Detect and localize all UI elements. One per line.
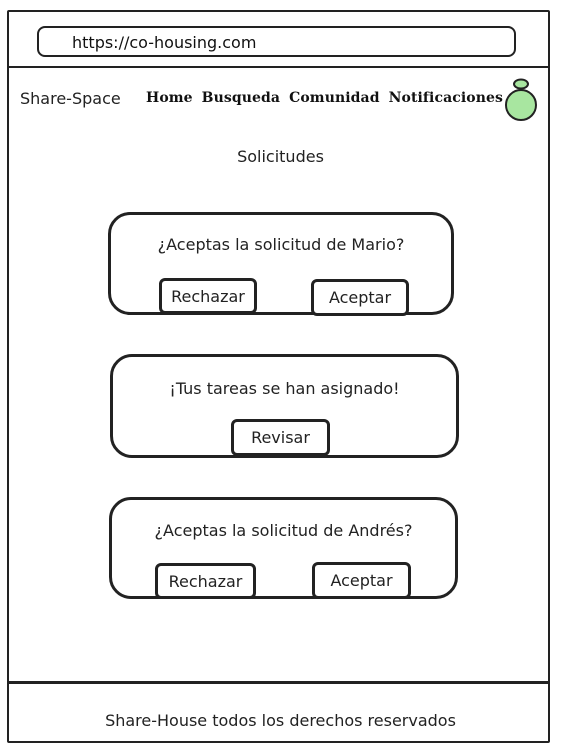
footer-divider [8, 681, 549, 684]
url-text: https://co-housing.com [72, 33, 257, 52]
request-card-andres: ¿Aceptas la solicitud de Andrés? Rechaza… [109, 497, 458, 599]
nav-notificaciones[interactable]: Notificaciones [388, 90, 504, 106]
brand-name[interactable]: Share-Space [20, 89, 121, 108]
address-bar[interactable]: https://co-housing.com [37, 26, 516, 57]
user-avatar-icon[interactable] [499, 77, 543, 121]
footer-copyright: Share-House todos los derechos reservado… [105, 711, 456, 730]
card-message: ¿Aceptas la solicitud de Mario? [157, 235, 405, 254]
accept-button[interactable]: Aceptar [312, 562, 411, 599]
nav-busqueda[interactable]: Busqueda [201, 90, 281, 106]
request-card-mario: ¿Aceptas la solicitud de Mario? Rechazar… [108, 212, 454, 316]
reject-button[interactable]: Rechazar [159, 278, 257, 314]
tasks-assigned-card: ¡Tus tareas se han asignado! Revisar [110, 354, 459, 458]
app-frame [7, 10, 550, 743]
nav-home[interactable]: Home [146, 90, 193, 106]
card-message: ¿Aceptas la solicitud de Andrés? [154, 521, 413, 540]
nav-comunidad[interactable]: Comunidad [289, 90, 380, 106]
review-button[interactable]: Revisar [231, 419, 330, 456]
reject-button[interactable]: Rechazar [155, 563, 256, 599]
main-nav: Home Busqueda Comunidad Notificaciones [146, 90, 503, 106]
page-title: Solicitudes [237, 147, 324, 166]
card-message: ¡Tus tareas se han asignado! [169, 379, 400, 398]
accept-button[interactable]: Aceptar [311, 279, 409, 316]
header-divider [8, 66, 549, 68]
